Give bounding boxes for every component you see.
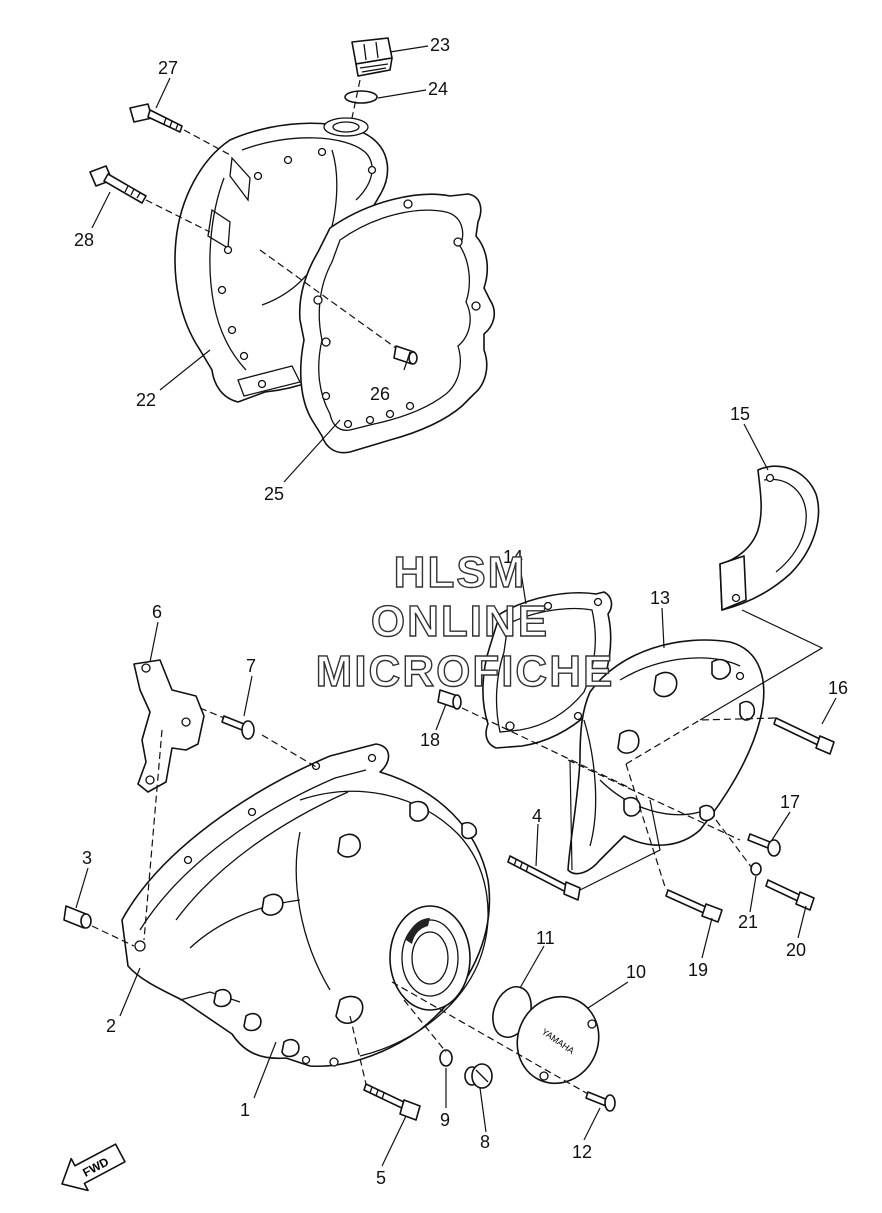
callout-22: 22 [136,390,156,410]
plug-3 [63,905,92,929]
bolt-28 [89,165,147,204]
bolt-27 [129,103,183,133]
washer-21 [750,862,762,876]
oil-filler-cap-23 [351,37,393,77]
screw-7 [221,715,255,740]
callout-6: 6 [152,602,162,622]
bolt-16 [773,717,835,755]
callout-labels: 23 24 27 28 22 26 25 15 13 14 6 7 18 16 … [74,35,848,1188]
callout-13: 13 [650,588,670,608]
bolt-5 [363,1083,421,1121]
callout-23: 23 [430,35,450,55]
plug-18 [437,689,462,710]
forward-arrow: FWD [61,1143,126,1192]
callout-7: 7 [246,656,256,676]
callout-15: 15 [730,404,750,424]
callout-2: 2 [106,1016,116,1036]
callout-8: 8 [480,1132,490,1152]
screw-12 [585,1091,616,1112]
callout-17: 17 [780,792,800,812]
callout-14: 14 [503,547,523,567]
bolt-19 [665,889,723,923]
dowel-pin-26 [393,345,418,365]
callout-leaders [75,45,837,1167]
crankcase-cover-lower [121,743,491,1068]
guard-15 [719,465,820,611]
washer-9 [439,1049,453,1067]
callout-27: 27 [158,58,178,78]
callout-25: 25 [264,484,284,504]
callout-20: 20 [786,940,806,960]
callout-21: 21 [738,912,758,932]
callout-1: 1 [240,1100,250,1120]
callout-28: 28 [74,230,94,250]
plug-8 [464,1063,493,1089]
callout-18: 18 [420,730,440,750]
callout-9: 9 [440,1110,450,1130]
watermark: HLSM ONLINE MICROFICHE [315,547,615,696]
callout-16: 16 [828,678,848,698]
callout-19: 19 [688,960,708,980]
screw-17 [747,833,781,857]
cover-13 [567,639,765,875]
callout-11: 11 [536,928,555,948]
callout-4: 4 [532,806,542,826]
callout-12: 12 [572,1142,592,1162]
bolt-20 [765,879,815,911]
bracket-6 [133,659,205,793]
callout-10: 10 [626,962,646,982]
watermark-line-1: HLSM [394,548,527,597]
callout-24: 24 [428,79,448,99]
callout-3: 3 [82,848,92,868]
watermark-line-2: ONLINE [371,597,549,646]
bolt-4 [507,855,581,901]
callout-5: 5 [376,1168,386,1188]
watermark-line-3: MICROFICHE [316,647,615,696]
o-ring-24 [344,90,378,104]
gasket-upper [298,193,496,454]
timing-cover-10: YAMAHA [516,995,600,1085]
callout-26: 26 [370,384,390,404]
